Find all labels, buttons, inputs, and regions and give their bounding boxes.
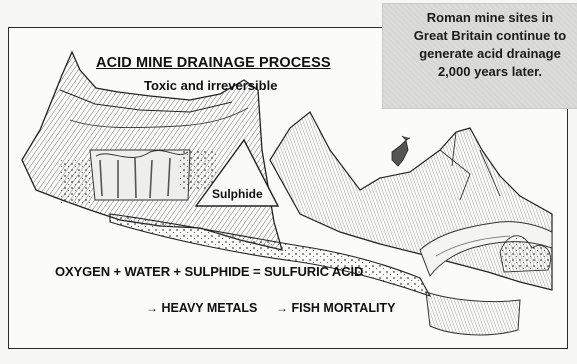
arrow-icon: → (146, 301, 158, 315)
callout-line-4: 2,000 years later. (395, 64, 577, 79)
fish-mortality-effect: → FISH MORTALITY (276, 301, 395, 315)
bird (392, 136, 410, 166)
diagram-title: ACID MINE DRAINAGE PROCESS (96, 55, 331, 71)
diagram-subtitle: Toxic and irreversible (144, 78, 277, 93)
fish-mortality-label: FISH MORTALITY (291, 301, 395, 315)
sulphide-label: Sulphide (212, 187, 263, 201)
mine-cavity (90, 150, 190, 200)
arrow-icon: → (276, 301, 288, 315)
heavy-metals-label: HEAVY METALS (161, 301, 257, 315)
equation-text: OXYGEN + WATER + SULPHIDE = SULFURIC ACI… (55, 264, 363, 279)
pool (426, 292, 520, 335)
callout-line-2: Great Britain continue to (395, 28, 577, 43)
heavy-metals-effect: → HEAVY METALS (146, 301, 257, 315)
callout-line-1: Roman mine sites in (395, 10, 577, 25)
callout-line-3: generate acid drainage (395, 46, 577, 61)
callout-box: Roman mine sites in Great Britain contin… (383, 4, 577, 108)
